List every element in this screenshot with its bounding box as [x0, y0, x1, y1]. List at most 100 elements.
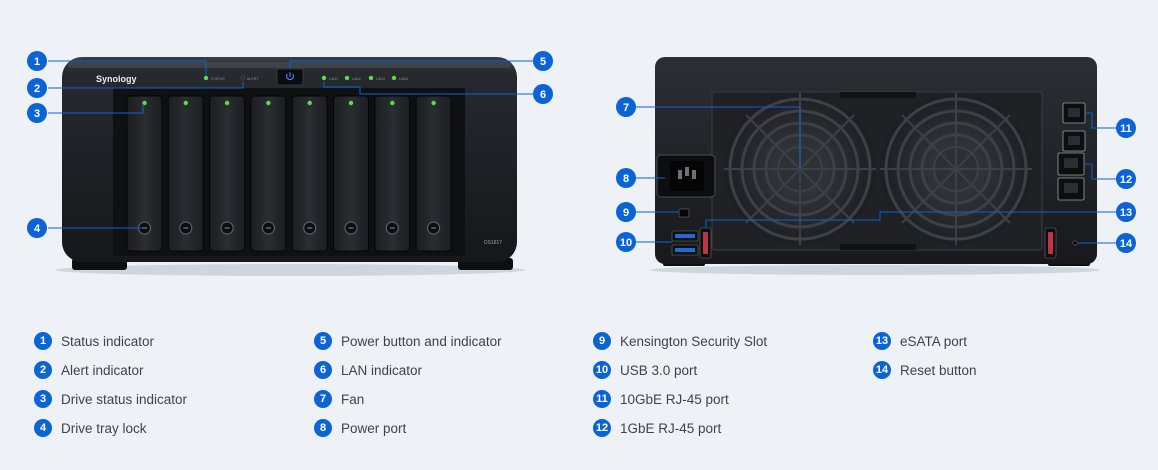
alert-led-label: ALERT [247, 77, 259, 81]
legend-item-12: 12 1GbE RJ-45 port [593, 418, 721, 438]
drive-status-led [307, 100, 312, 106]
legend-badge: 3 [34, 390, 52, 408]
legend-item-4: 4 Drive tray lock [34, 418, 147, 438]
legend-badge: 5 [314, 332, 332, 350]
legend-label: Alert indicator [61, 362, 144, 378]
svg-text:2: 2 [34, 83, 40, 95]
power-button[interactable] [276, 68, 304, 86]
drive-tray[interactable] [167, 95, 204, 252]
callout-4: 4 [27, 218, 47, 238]
lan3-led [368, 75, 374, 81]
legend-badge: 9 [593, 332, 611, 350]
legend-badge: 1 [34, 332, 52, 350]
legend-label: Power button and indicator [341, 333, 502, 349]
svg-text:11: 11 [1120, 123, 1132, 135]
legend-label: Power port [341, 420, 407, 436]
leader-line-3 [48, 104, 144, 114]
callout-badges: 1 2 3 4 5 6 7 8 9 10 11 12 13 14 [27, 51, 1136, 253]
drive-tray[interactable] [415, 95, 452, 252]
callout-1: 1 [27, 51, 47, 71]
svg-text:7: 7 [623, 102, 629, 114]
callout-8: 8 [616, 168, 636, 188]
legend-label: 10GbE RJ-45 port [620, 391, 729, 407]
callout-7: 7 [616, 97, 636, 117]
fan-right[interactable] [880, 93, 1032, 245]
drive-bay-frame [113, 88, 465, 256]
drive-status-led [224, 100, 230, 106]
power-port[interactable] [656, 154, 716, 198]
svg-text:14: 14 [1120, 238, 1133, 250]
usb-ports[interactable] [671, 230, 699, 256]
svg-text:12: 12 [1120, 174, 1132, 186]
drive-status-led [348, 100, 354, 106]
esata-port-right[interactable] [1044, 227, 1057, 259]
drive-tray[interactable] [126, 95, 163, 252]
lan4-led-label: LAN4 [399, 77, 408, 81]
legend-item-8: 8 Power port [314, 418, 406, 438]
drive-status-led [390, 100, 395, 106]
rj45-10gbe-ports[interactable] [1062, 102, 1086, 152]
rj45-1gbe-ports[interactable] [1057, 152, 1085, 201]
leader-line-6 [323, 82, 533, 95]
power-icon [286, 72, 294, 81]
leader-line-11 [1086, 112, 1117, 129]
svg-text:1: 1 [34, 56, 40, 68]
legend-item-5: 5 Power button and indicator [314, 331, 502, 351]
legend-item-2: 2 Alert indicator [34, 360, 144, 380]
svg-text:6: 6 [540, 89, 546, 101]
legend-item-3: 3 Drive status indicator [34, 389, 187, 409]
legend-label: Reset button [900, 362, 977, 378]
callout-14: 14 [1116, 233, 1136, 253]
drive-tray[interactable] [250, 95, 287, 252]
legend-item-10: 10 USB 3.0 port [593, 360, 697, 380]
leader-line-13 [705, 211, 1117, 228]
legend-label: eSATA port [900, 333, 968, 349]
callout-6: 6 [533, 84, 553, 104]
front-view: Synology DS1817 STATUS ALERT LAN1 LAN2 L… [55, 57, 525, 276]
legend-badge: 2 [34, 361, 52, 379]
legend-item-13: 13 eSATA port [873, 331, 967, 351]
status-led-label: STATUS [211, 77, 225, 81]
model-label: DS1817 [484, 240, 502, 246]
callout-12: 12 [1116, 169, 1136, 189]
drive-status-led [431, 100, 436, 106]
legend-label: LAN indicator [341, 362, 423, 378]
legend-label: 1GbE RJ-45 port [620, 420, 722, 436]
callout-2: 2 [27, 78, 47, 98]
legend-label: Kensington Security Slot [620, 333, 768, 349]
svg-text:10: 10 [620, 237, 632, 249]
alert-led [240, 75, 246, 81]
legend-label: USB 3.0 port [620, 362, 698, 378]
drive-tray[interactable] [374, 95, 411, 252]
svg-text:3: 3 [34, 108, 40, 120]
drive-tray[interactable] [291, 95, 328, 252]
legend-badge: 7 [314, 390, 332, 408]
kensington-slot[interactable] [678, 208, 690, 218]
legend-badge: 8 [314, 419, 332, 437]
legend-item-14: 14 Reset button [873, 360, 977, 380]
drive-tray[interactable] [333, 95, 369, 252]
esata-port-left[interactable] [699, 227, 712, 259]
legend-badge: 6 [314, 361, 332, 379]
callout-3: 3 [27, 103, 47, 123]
svg-text:13: 13 [1120, 207, 1132, 219]
drive-status-led [266, 100, 271, 106]
legend-label: Fan [341, 391, 365, 407]
lan4-led [391, 75, 397, 81]
legend-badge: 13 [873, 332, 891, 350]
svg-text:9: 9 [623, 207, 629, 219]
legend-item-7: 7 Fan [314, 389, 364, 409]
callout-10: 10 [616, 232, 636, 252]
callout-5: 5 [533, 51, 553, 71]
lan1-led-label: LAN1 [329, 77, 338, 81]
legend-item-9: 9 Kensington Security Slot [593, 331, 767, 351]
legend-badge: 4 [34, 419, 52, 437]
legend-badge: 11 [593, 390, 611, 408]
svg-text:4: 4 [34, 223, 41, 235]
callout-11: 11 [1116, 118, 1136, 138]
legend-item-6: 6 LAN indicator [314, 360, 422, 380]
reset-button[interactable] [1072, 240, 1078, 246]
svg-text:5: 5 [540, 56, 546, 68]
callout-9: 9 [616, 202, 636, 222]
drive-tray[interactable] [209, 95, 246, 252]
